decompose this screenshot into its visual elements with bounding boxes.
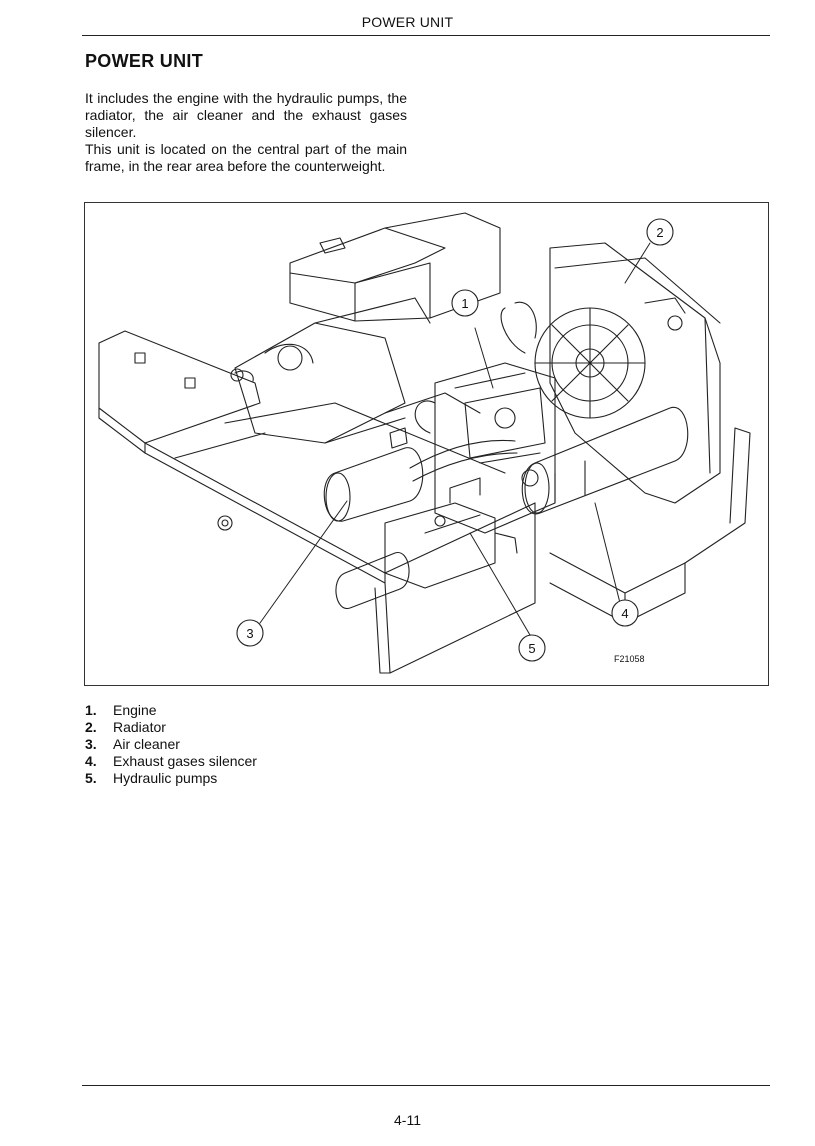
radiator-drawing [534,242,721,504]
callout-4: 4 [611,599,639,627]
legend-number: 2. [85,719,97,735]
power-unit-figure: 1 2 3 4 5 F21058 [84,202,769,686]
legend-item: 2. Radiator [85,719,257,736]
exhaust-silencer-drawing [521,407,689,515]
intro-paragraph: It includes the engine with the hydrauli… [85,90,407,140]
legend-item: 3. Air cleaner [85,736,257,753]
legend-item: 5. Hydraulic pumps [85,770,257,787]
callout-label-2: 2 [656,225,663,240]
power-unit-drawing: 1 2 3 4 5 [98,212,751,674]
main-frame-drawing [98,330,751,674]
legend-label: Air cleaner [113,736,180,752]
callout-label-4: 4 [621,606,628,621]
legend-label: Exhaust gases silencer [113,753,257,769]
legend-item: 1. Engine [85,702,257,719]
intro-paragraph: This unit is located on the central part… [85,141,407,174]
callout-label-3: 3 [246,626,253,641]
callout-1: 1 [451,289,479,317]
section-title: POWER UNIT [85,51,203,71]
figure-legend: 1. Engine 2. Radiator 3. Air cleaner 4. Exha… [85,702,257,787]
legend-number: 3. [85,736,97,752]
legend-label: Radiator [113,719,166,735]
hydraulic-pumps-drawing [335,477,518,609]
header-rule [82,35,770,36]
callout-leaders [259,242,651,636]
intro-text: It includes the engine with the hydrauli… [85,90,407,175]
legend-item: 4. Exhaust gases silencer [85,753,257,770]
callout-5: 5 [518,634,546,662]
legend-number: 5. [85,770,97,786]
callout-3: 3 [236,619,264,647]
engine-drawing [384,301,556,534]
boom-foot-drawing [234,297,431,444]
callout-label-1: 1 [461,296,468,311]
legend-number: 4. [85,753,97,769]
air-cleaner-drawing [323,427,518,522]
legend-number: 1. [85,702,97,718]
legend-label: Hydraulic pumps [113,770,218,786]
callout-label-5: 5 [528,641,535,656]
figure-code: F21058 [614,654,645,664]
footer-rule [82,1085,770,1086]
page-number: 4-11 [394,1112,421,1128]
legend-label: Engine [113,702,157,718]
running-header: POWER UNIT [361,14,454,30]
callout-2: 2 [646,218,674,246]
